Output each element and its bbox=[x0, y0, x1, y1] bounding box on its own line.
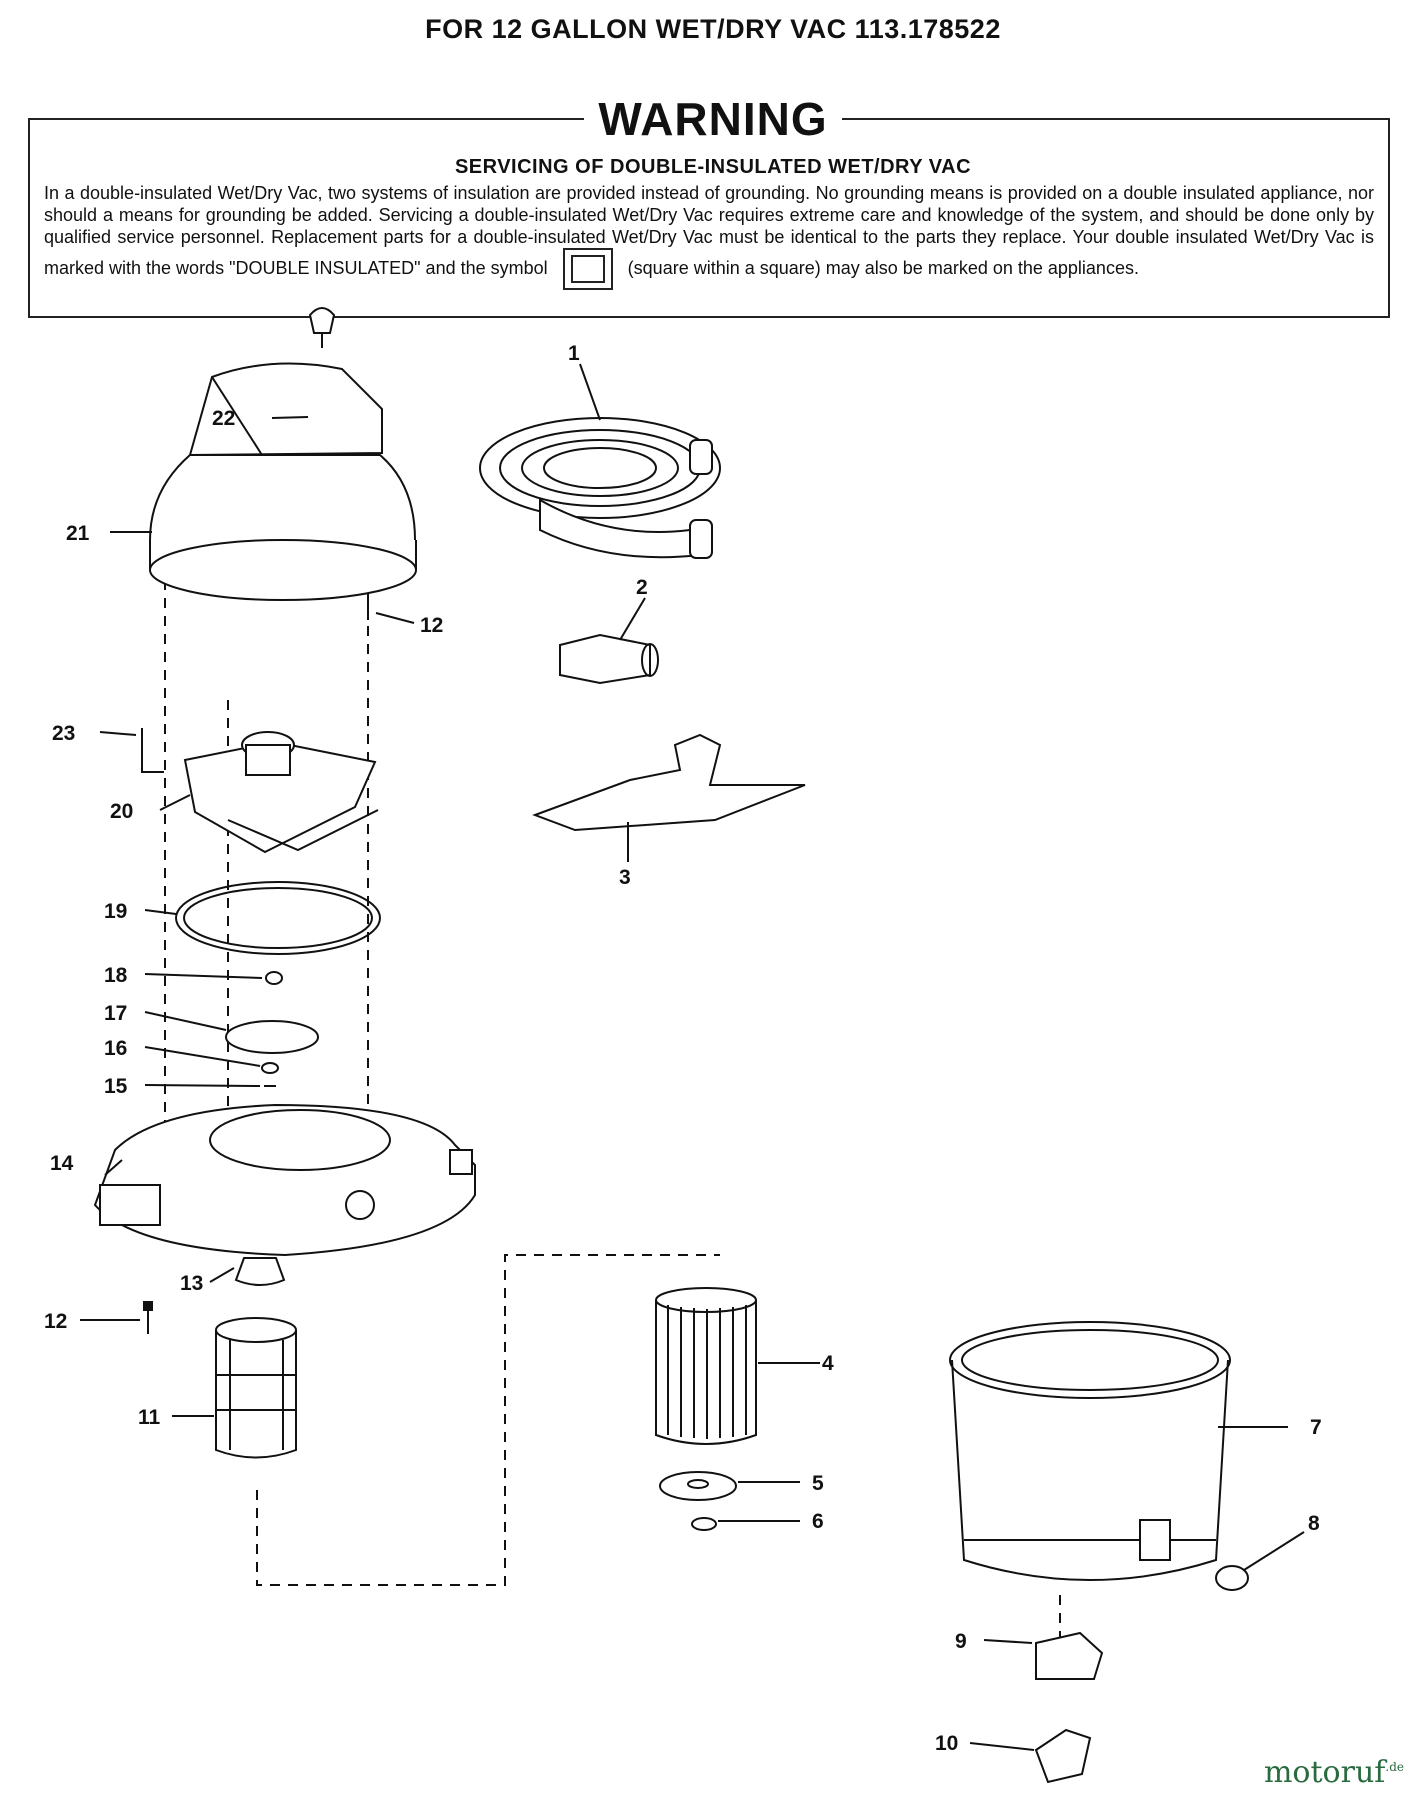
part-19-gasket bbox=[175, 881, 381, 955]
page-title: FOR 12 GALLON WET/DRY VAC 113.178522 bbox=[425, 14, 1001, 44]
callout-23: 23 bbox=[52, 722, 75, 745]
callout-9: 9 bbox=[955, 1630, 967, 1653]
callout-20: 20 bbox=[110, 800, 133, 823]
warning-text-part1: In a double-insulated Wet/Dry Vac, two s… bbox=[44, 183, 1374, 278]
callout-7: 7 bbox=[1310, 1416, 1322, 1439]
callout-19: 19 bbox=[104, 900, 127, 923]
callout-8: 8 bbox=[1308, 1512, 1320, 1535]
callout-11: 11 bbox=[138, 1406, 161, 1429]
callout-6: 6 bbox=[812, 1510, 824, 1533]
callout-18: 18 bbox=[104, 964, 128, 987]
callout-16: 16 bbox=[104, 1037, 127, 1060]
watermark-logo: motoruf.de bbox=[1263, 1755, 1404, 1790]
double-insulated-symbol-icon bbox=[562, 248, 613, 290]
callout-3: 3 bbox=[619, 866, 631, 889]
part-9-caster-cap bbox=[1035, 1631, 1104, 1680]
warning-subheading: SERVICING OF DOUBLE-INSULATED WET/DRY VA… bbox=[454, 156, 972, 178]
callout-13: 13 bbox=[180, 1272, 203, 1295]
part-22-knob bbox=[308, 307, 336, 348]
warning-text-part2: (square within a square) may also be mar… bbox=[627, 257, 1139, 278]
leader-lines bbox=[80, 363, 1305, 1751]
part-16-washer bbox=[261, 1062, 279, 1074]
callout-14: 14 bbox=[50, 1152, 74, 1175]
part-5-base bbox=[659, 1471, 737, 1501]
callout-17: 17 bbox=[104, 1002, 127, 1025]
callout-4: 4 bbox=[822, 1352, 834, 1375]
callout-21: 21 bbox=[66, 522, 90, 545]
part-11-float-cage bbox=[215, 1317, 297, 1459]
part-3-nozzle bbox=[532, 733, 806, 832]
part-1-hose bbox=[479, 417, 721, 559]
callout-10: 10 bbox=[935, 1732, 958, 1755]
callout-22: 22 bbox=[212, 407, 235, 430]
part-20-motor-plate bbox=[183, 731, 379, 854]
part-6-nut bbox=[691, 1517, 717, 1531]
part-18-nut bbox=[265, 971, 283, 985]
callout-5: 5 bbox=[812, 1472, 824, 1495]
part-17-disc bbox=[225, 1020, 319, 1054]
part-14-lid bbox=[93, 1103, 476, 1257]
part-8-drain-cap bbox=[1215, 1565, 1249, 1591]
callout-1: 1 bbox=[568, 342, 580, 365]
part-2-adapter bbox=[559, 633, 659, 685]
callout-15: 15 bbox=[104, 1075, 128, 1098]
part-12-screw-lower bbox=[143, 1301, 153, 1334]
part-10-caster bbox=[1034, 1728, 1092, 1784]
part-13-cap bbox=[234, 1257, 286, 1286]
callout-12-upper: 12 bbox=[420, 614, 443, 637]
part-4-filter bbox=[655, 1287, 757, 1445]
callout-2: 2 bbox=[636, 576, 648, 599]
callout-12-lower: 12 bbox=[44, 1310, 67, 1333]
warning-text: In a double-insulated Wet/Dry Vac, two s… bbox=[44, 182, 1374, 290]
part-21-motor-cover bbox=[149, 362, 417, 601]
warning-heading: WARNING bbox=[0, 92, 1426, 146]
part-23-clip bbox=[141, 728, 164, 773]
part-7-drum bbox=[949, 1321, 1231, 1581]
